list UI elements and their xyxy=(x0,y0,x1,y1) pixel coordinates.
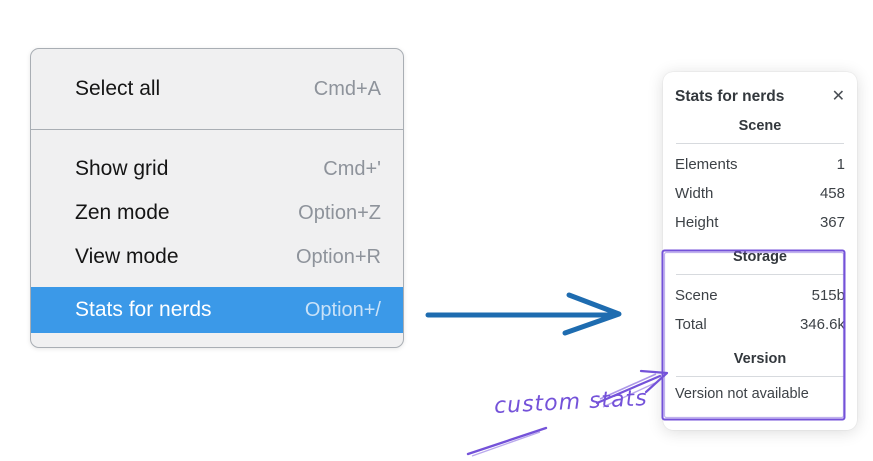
version-note: Version not available xyxy=(675,386,809,402)
section-header: Storage xyxy=(733,249,787,265)
stats-panel-header: Stats for nerds ✕ xyxy=(675,88,845,106)
section-divider xyxy=(676,376,844,377)
menu-item-label: Select all xyxy=(75,77,161,100)
menu-item-label: Show grid xyxy=(75,157,169,180)
stat-label: Elements xyxy=(675,156,738,173)
section-divider xyxy=(676,143,844,144)
menu-item-shortcut: Option+R xyxy=(295,245,381,268)
annotation-underline-sketch-stroke xyxy=(471,431,541,457)
menu-divider xyxy=(31,129,403,130)
stat-row-width: Width 458 xyxy=(675,179,845,208)
stat-row-elements: Elements 1 xyxy=(675,150,845,179)
stat-row-height: Height 367 xyxy=(675,208,845,237)
menu-group-top: Select all Cmd+A xyxy=(31,49,403,129)
section-divider xyxy=(676,274,844,275)
stat-value: 1 xyxy=(836,156,845,173)
close-icon[interactable]: ✕ xyxy=(831,88,845,105)
stat-row-total-storage: Total 346.6k xyxy=(675,310,845,339)
menu-item-shortcut: Cmd+' xyxy=(323,157,381,180)
stat-value: 458 xyxy=(819,185,845,202)
stats-panel-title: Stats for nerds xyxy=(675,88,785,105)
section-header: Scene xyxy=(738,118,782,134)
stat-row-scene-storage: Scene 515b xyxy=(675,281,845,310)
menu-item-label: Stats for nerds xyxy=(75,298,212,321)
menu-item-select-all[interactable]: Select all Cmd+A xyxy=(31,67,403,111)
menu-item-view-mode[interactable]: View mode Option+R xyxy=(31,235,403,279)
flow-arrow-head xyxy=(562,292,622,336)
stat-label: Total xyxy=(675,316,707,333)
annotation-underline xyxy=(466,426,548,456)
stat-value: 367 xyxy=(819,214,845,231)
stat-value: 515b xyxy=(811,287,845,304)
stats-section-storage: Storage Scene 515b Total 346.6k xyxy=(675,249,845,339)
stat-label: Height xyxy=(675,214,719,231)
stat-label: Width xyxy=(675,185,714,202)
menu-item-shortcut: Option+/ xyxy=(304,298,381,321)
menu-item-label: Zen mode xyxy=(75,201,170,224)
menu-item-shortcut: Option+Z xyxy=(298,201,381,224)
menu-item-label: View mode xyxy=(75,245,179,268)
context-menu: Select all Cmd+A Show grid Cmd+' Zen mod… xyxy=(30,48,404,348)
menu-group-bottom: Show grid Cmd+' Zen mode Option+Z View m… xyxy=(31,130,403,347)
menu-item-stats-for-nerds[interactable]: Stats for nerds Option+/ xyxy=(31,287,403,333)
menu-item-zen-mode[interactable]: Zen mode Option+Z xyxy=(31,191,403,235)
stat-label: Scene xyxy=(675,287,718,304)
menu-item-shortcut: Cmd+A xyxy=(313,77,381,100)
stats-section-version: Version Version not available xyxy=(675,351,845,405)
stats-section-scene: Scene Elements 1 Width 458 Height 367 xyxy=(675,118,845,237)
stat-value: 346.6k xyxy=(799,316,845,333)
menu-item-show-grid[interactable]: Show grid Cmd+' xyxy=(31,147,403,191)
section-header: Version xyxy=(733,351,787,367)
stats-panel: Stats for nerds ✕ Scene Elements 1 Width… xyxy=(663,72,857,430)
annotation-text: custom stats xyxy=(493,385,649,420)
